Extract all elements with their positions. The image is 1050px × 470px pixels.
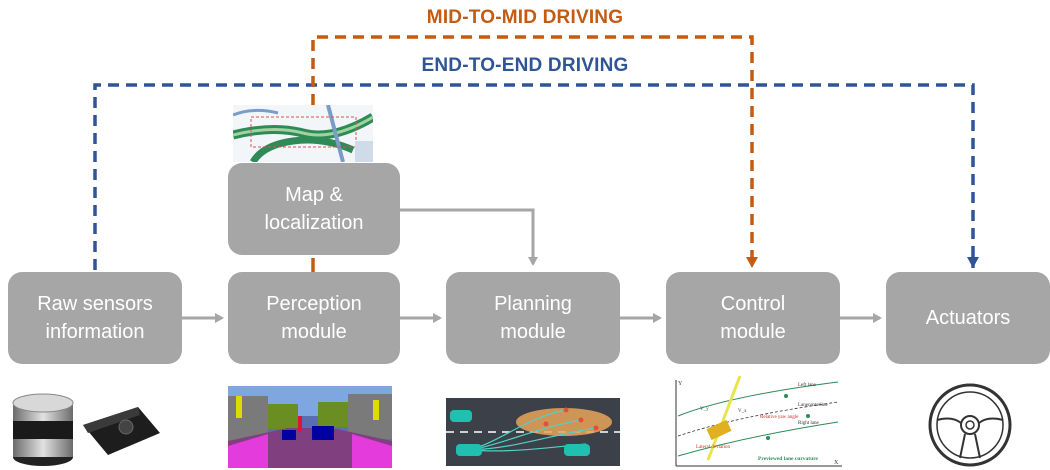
raw-sensors-label: Raw sensors information: [37, 293, 153, 343]
control-label: Control module: [720, 293, 786, 343]
planning-label: Planning module: [494, 293, 572, 343]
perception-box: Perception module: [228, 272, 400, 364]
relative-yaw-angle-label: Relative yaw angle: [760, 415, 799, 420]
arrow-map-to-planning: [400, 208, 538, 266]
axis-x-label: X: [834, 460, 839, 466]
actuators-box: Actuators: [886, 272, 1050, 364]
lateral-deviation-label: Lateral deviation: [696, 445, 731, 450]
lane-centerline-label: Lanecenterline: [798, 403, 828, 408]
vx-label: V_x: [738, 409, 747, 414]
left-lane-label: Left lane: [798, 383, 817, 388]
planning-box: Planning module: [446, 272, 620, 364]
end-to-end-path: [93, 83, 979, 270]
vy-label: V_y: [700, 407, 709, 412]
axis-y-label: Y: [678, 381, 683, 387]
lateral-control-diagram: Y X Left lane Lanecenterline Right lane …: [668, 376, 846, 470]
hd-map-image: [233, 105, 373, 162]
map-localization-label: Map & localization: [264, 184, 364, 234]
perception-label: Perception module: [266, 293, 362, 343]
lidar-sensor-image: [8, 385, 163, 467]
mid-to-mid-path-top: [311, 35, 758, 268]
control-box: Control module: [666, 272, 840, 364]
end-to-end-label: END-TO-END DRIVING: [421, 55, 629, 76]
planning-trajectory-image: [446, 398, 620, 466]
steering-wheel-icon: [922, 380, 1018, 470]
map-localization-box: Map & localization: [228, 163, 400, 255]
actuators-label: Actuators: [925, 307, 1011, 329]
raw-sensors-box: Raw sensors information: [8, 272, 182, 364]
segmentation-image: [228, 386, 392, 468]
previewed-curvature-label: Previewed lane curvature: [758, 456, 819, 462]
mid-to-mid-label: MID-TO-MID DRIVING: [426, 7, 624, 28]
right-lane-label: Right lane: [798, 421, 819, 426]
